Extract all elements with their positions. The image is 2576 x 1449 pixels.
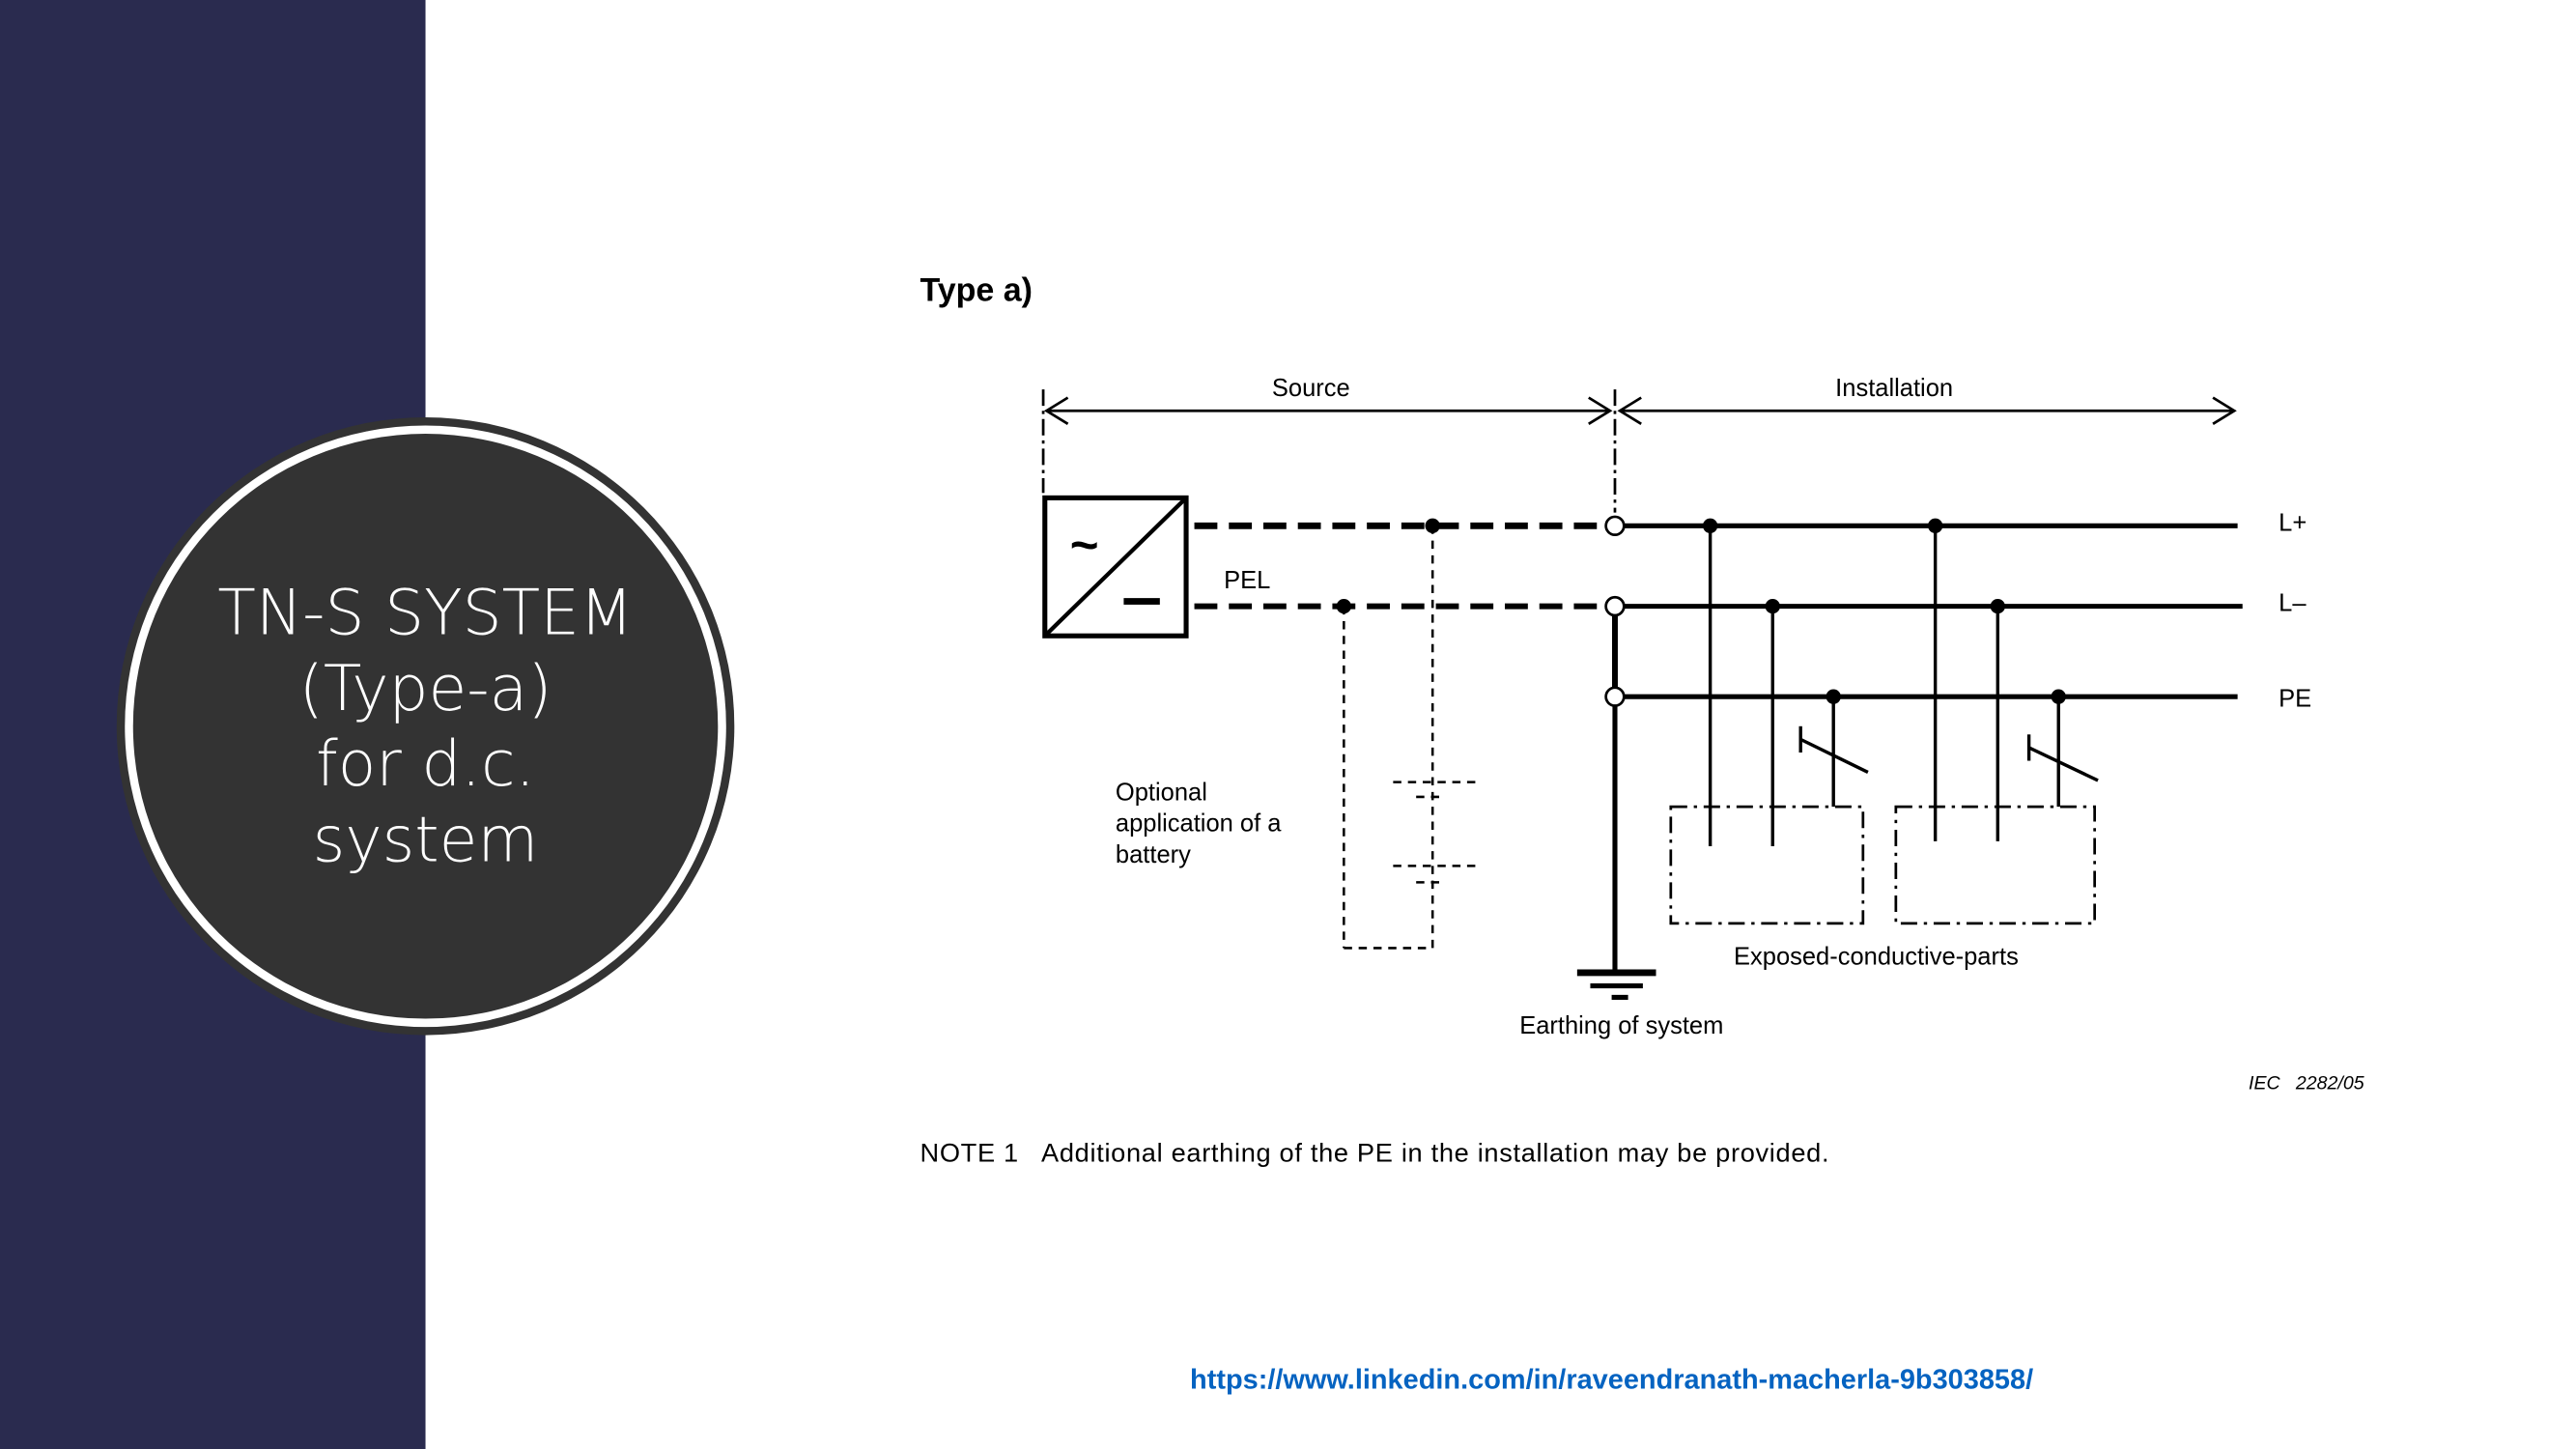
dimension-arrows	[1041, 389, 2237, 513]
title-line: TN-S SYSTEM	[217, 577, 634, 649]
linkedin-link[interactable]: https://www.linkedin.com/in/raveendranat…	[1190, 1363, 2034, 1396]
conductor-label-lplus: L+	[2279, 509, 2307, 536]
converter-symbol: ~	[1042, 495, 1189, 639]
earthing-label: Earthing of system	[1519, 1012, 1723, 1039]
equipment-box	[1669, 805, 1865, 925]
title-line: (Type-a)	[298, 652, 552, 725]
battery-note: Optional	[1116, 779, 1207, 806]
pel-label: PEL	[1224, 567, 1270, 594]
junction-dots	[1336, 518, 2066, 704]
installation-label: Installation	[1835, 375, 1953, 402]
ac-symbol: ~	[1070, 518, 1099, 573]
equipment-box	[1894, 805, 2097, 925]
slide-title: TN-S SYSTEM (Type-a) for d.c. system	[132, 434, 719, 1019]
conductor-label-lminus: L–	[2279, 590, 2307, 617]
source-label: Source	[1272, 375, 1350, 402]
diagram-heading: Type a)	[920, 271, 1033, 308]
dc-symbol	[1123, 598, 1160, 605]
battery-note: battery	[1116, 841, 1191, 868]
title-line: system	[312, 803, 539, 876]
title-line: for d.c.	[315, 727, 536, 801]
battery-note: application of a	[1116, 810, 1282, 838]
conductors	[1194, 522, 2243, 1000]
exposed-parts-label: Exposed-conductive-parts	[1734, 943, 2019, 970]
note-text: NOTE 1 Additional earthing of the PE in …	[920, 1138, 1830, 1168]
terminal-circles	[1604, 515, 1626, 707]
figure-reference: IEC 2282/05	[2249, 1073, 2364, 1094]
conductor-label-pe: PE	[2279, 685, 2311, 712]
